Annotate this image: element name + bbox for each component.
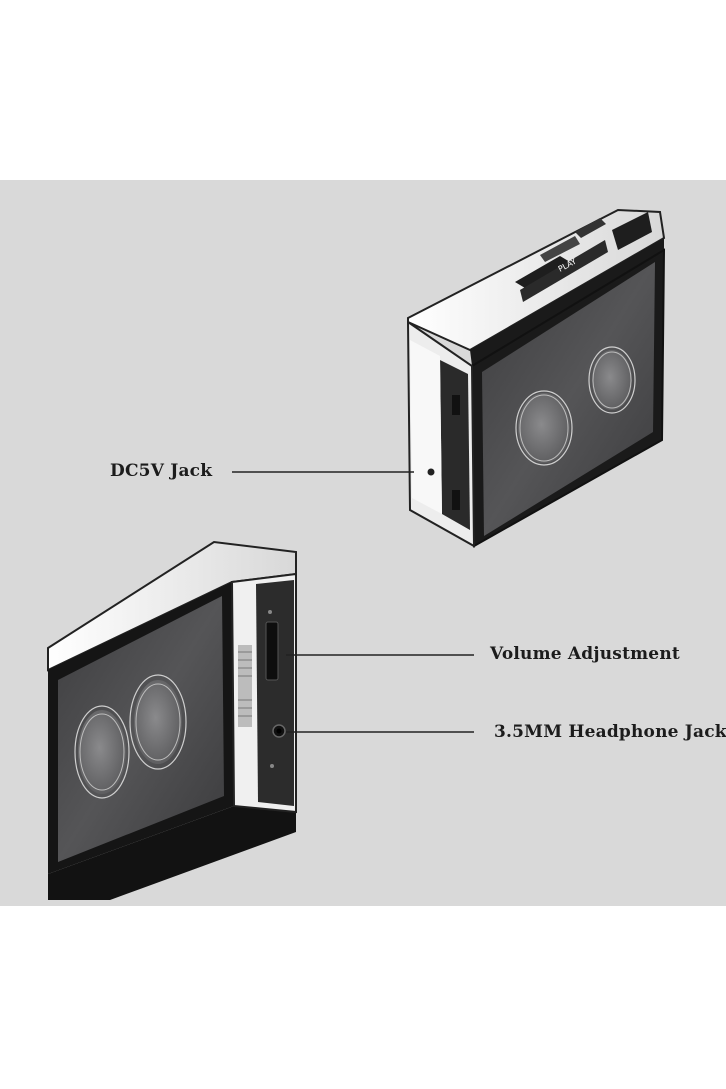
bottom-player-side-grip [238,645,252,727]
bottom-player-side-dark [256,580,294,806]
volume-wheel [265,621,279,681]
bottom-player-reel-left [74,705,130,799]
dc5v-jack-port [427,468,435,476]
cassette-player-top: PLAY [406,208,666,548]
top-player-reel-right [588,346,636,414]
bottom-player-reel-right [129,674,187,770]
dc-jack-label: DC5V Jack [110,461,213,481]
volume-adjustment-label: Volume Adjustment [490,644,680,664]
top-player-side-inner [440,360,470,530]
bottom-player-base [48,806,296,900]
top-player-edge-band [470,238,664,366]
top-player-control-buttons: PLAY [515,212,652,302]
top-player-reel-left [515,390,573,466]
headphone-jack-label: 3.5MM Headphone Jack [494,722,726,742]
top-player-window [482,262,655,536]
cassette-player-bottom [47,540,297,900]
